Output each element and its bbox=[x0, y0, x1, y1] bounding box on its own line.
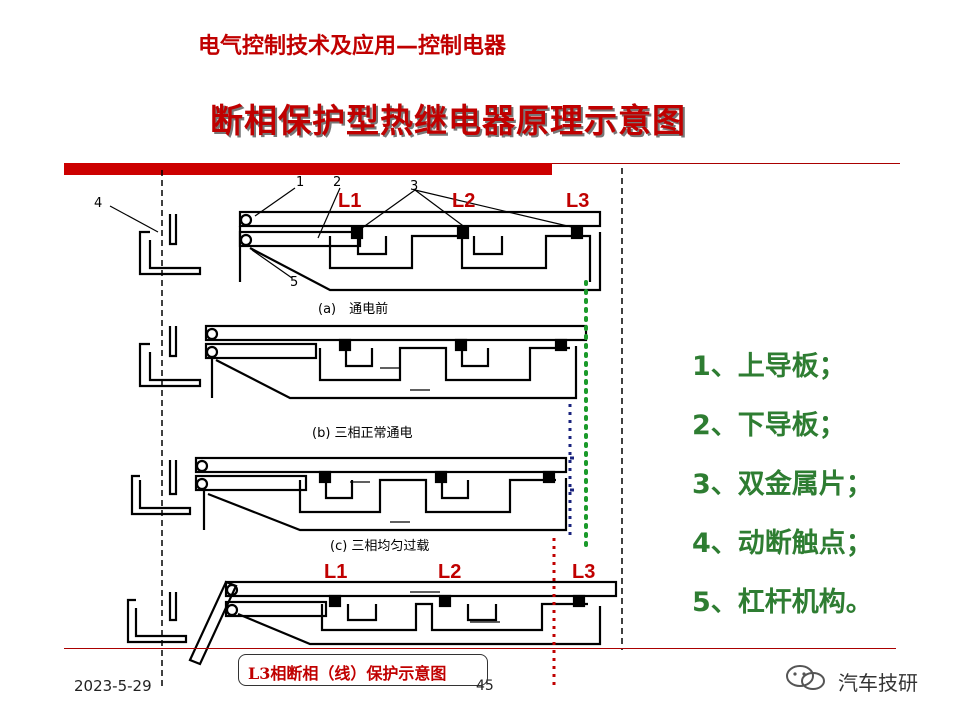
wechat-icon bbox=[786, 665, 825, 690]
phase-label-l3-bottom: L3 bbox=[572, 561, 595, 583]
caption-box bbox=[238, 654, 488, 686]
phase-label-l2-top: L2 bbox=[452, 190, 475, 212]
legend-item-1: 1、上导板； bbox=[692, 351, 846, 382]
bottom-rule bbox=[64, 648, 896, 649]
footer-date: 2023-5-29 bbox=[74, 677, 152, 695]
bottom-caption: L3相断相（线）保护示意图 bbox=[248, 664, 447, 683]
phase-label-l1-bottom: L1 bbox=[324, 561, 347, 583]
caption-c: (c) 三相均匀过载 bbox=[330, 539, 429, 554]
legend-item-2: 2、下导板； bbox=[692, 410, 846, 441]
page-number: 45 bbox=[476, 678, 494, 694]
phase-label-l2-bottom: L2 bbox=[438, 561, 461, 583]
legend-item-5: 5、杠杆机构。 bbox=[692, 587, 873, 618]
panel-b bbox=[138, 324, 588, 400]
panel-a bbox=[109, 187, 602, 292]
phase-label-l1-top: L1 bbox=[338, 190, 361, 212]
red-accent-bar bbox=[64, 163, 552, 175]
part-number-1: 1 bbox=[296, 175, 304, 190]
part-number-3: 3 bbox=[410, 179, 418, 194]
page-title: 断相保护型热继电器原理示意图 bbox=[210, 101, 686, 140]
panel-c bbox=[130, 456, 568, 532]
phase-label-l3-top: L3 bbox=[566, 190, 589, 212]
part-number-4: 4 bbox=[94, 196, 102, 211]
brand-name: 汽车技研 bbox=[838, 671, 918, 695]
panel-d bbox=[126, 580, 618, 666]
legend-item-3: 3、双金属片； bbox=[692, 469, 873, 500]
legend-item-4: 4、动断触点； bbox=[692, 528, 873, 559]
subtitle: 电气控制技术及应用—控制电器 bbox=[198, 34, 507, 59]
caption-b: (b) 三相正常通电 bbox=[312, 426, 413, 441]
caption-a: (a) 通电前 bbox=[318, 301, 388, 317]
part-number-2: 2 bbox=[333, 175, 341, 190]
part-number-5: 5 bbox=[290, 275, 298, 290]
